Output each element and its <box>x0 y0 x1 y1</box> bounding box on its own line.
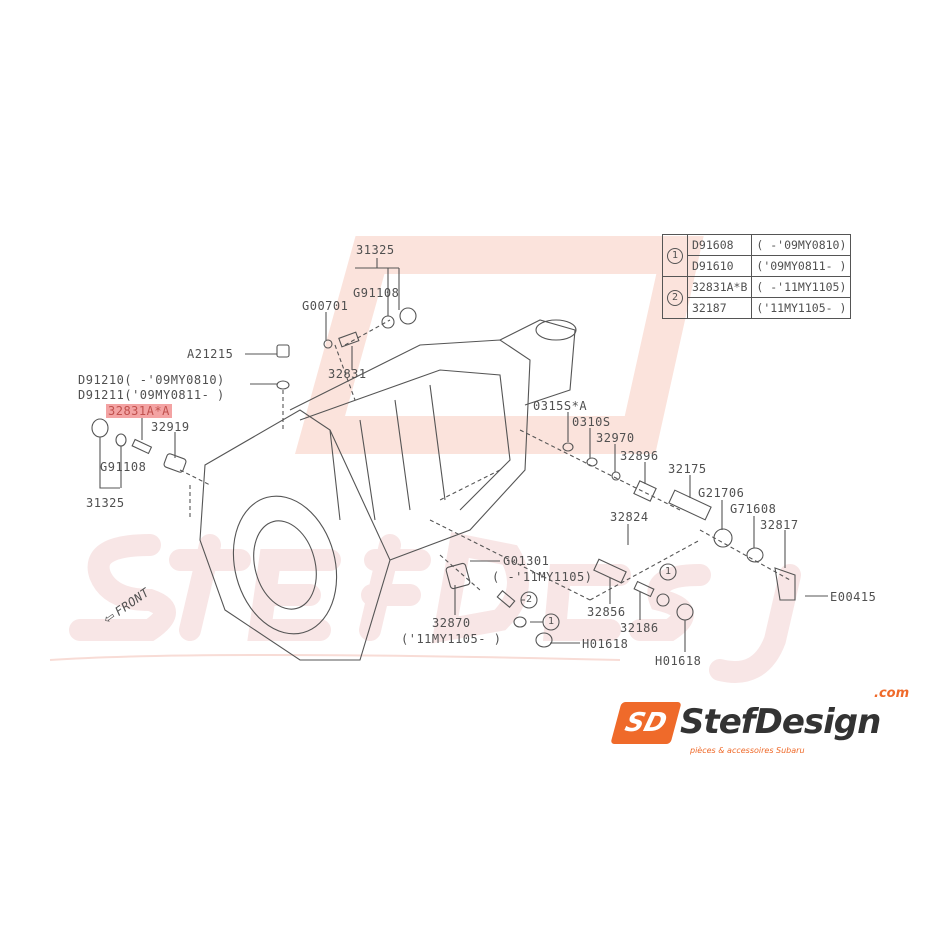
logo-tagline: pièces & accessoires Subaru <box>690 746 805 755</box>
callout-g00701[interactable]: G00701 <box>302 299 349 313</box>
callout-32175[interactable]: 32175 <box>668 462 707 476</box>
callout-d91210[interactable]: D91210( -'09MY0810) <box>78 373 225 387</box>
part-number[interactable]: 32187 <box>686 297 753 319</box>
ref-circle-2: 2 <box>662 276 688 319</box>
callout-32186[interactable]: 32186 <box>620 621 659 635</box>
table-row: D91610 ('09MY0811- ) <box>663 255 852 277</box>
callout-g91108[interactable]: G91108 <box>353 286 400 300</box>
part-note: ('11MY1105- ) <box>751 297 852 319</box>
part-number[interactable]: D91610 <box>686 255 753 277</box>
callout-g01301[interactable]: G01301 <box>503 554 550 568</box>
callout-31325-left[interactable]: 31325 <box>86 496 125 510</box>
callout-32817[interactable]: 32817 <box>760 518 799 532</box>
callout-32970[interactable]: 32970 <box>596 431 635 445</box>
part-note: ( -'11MY1105) <box>751 276 852 298</box>
callout-0310s[interactable]: 0310S <box>572 415 611 429</box>
ref-1-marker: 1 <box>548 616 555 627</box>
table-row: 1 D91608 ( -'09MY0810) <box>662 234 852 277</box>
callout-g71608[interactable]: G71608 <box>730 502 777 516</box>
ref-2-marker: 2 <box>526 594 533 605</box>
callout-a21215[interactable]: A21215 <box>187 347 234 361</box>
callout-31325[interactable]: 31325 <box>356 243 395 257</box>
callout-32824[interactable]: 32824 <box>610 510 649 524</box>
part-note: ('09MY0811- ) <box>751 255 852 277</box>
callout-h01618[interactable]: H01618 <box>655 654 702 668</box>
stefdesign-logo: SD StefDesign .com pièces & accessoires … <box>610 686 922 766</box>
callout-g01301-note: ( -'11MY1105) <box>492 570 593 584</box>
table-row: 2 32831A*B ( -'11MY1105) <box>662 276 852 319</box>
callout-e00415[interactable]: E00415 <box>830 590 877 604</box>
logo-com: .com <box>874 686 910 701</box>
callout-32831[interactable]: 32831 <box>328 367 367 381</box>
part-note: ( -'09MY0810) <box>751 234 852 256</box>
callout-h01618[interactable]: H01618 <box>582 637 629 651</box>
table-row: 32187 ('11MY1105- ) <box>663 297 852 319</box>
part-number[interactable]: D91608 <box>686 234 753 256</box>
callout-32831a-a-highlighted[interactable]: 32831A*A <box>106 404 172 418</box>
callout-32896[interactable]: 32896 <box>620 449 659 463</box>
callout-32870[interactable]: 32870 <box>432 616 471 630</box>
logo-word: StefDesign <box>680 702 881 742</box>
logo-mark: SD <box>610 702 682 744</box>
callout-32870-note: ('11MY1105- ) <box>401 632 502 646</box>
callout-g21706[interactable]: G21706 <box>698 486 745 500</box>
ref-1-marker: 1 <box>665 566 672 577</box>
callout-d91211[interactable]: D91211('09MY0811- ) <box>78 388 225 402</box>
callout-g91108-left[interactable]: G91108 <box>100 460 147 474</box>
variant-parts-table: 1 D91608 ( -'09MY0810) D91610 ('09MY0811… <box>662 234 852 319</box>
callout-32856[interactable]: 32856 <box>587 605 626 619</box>
callout-32919[interactable]: 32919 <box>151 420 190 434</box>
part-number[interactable]: 32831A*B <box>686 276 753 298</box>
ref-circle-1: 1 <box>662 234 688 277</box>
callout-0315s-a[interactable]: 0315S*A <box>533 399 588 413</box>
